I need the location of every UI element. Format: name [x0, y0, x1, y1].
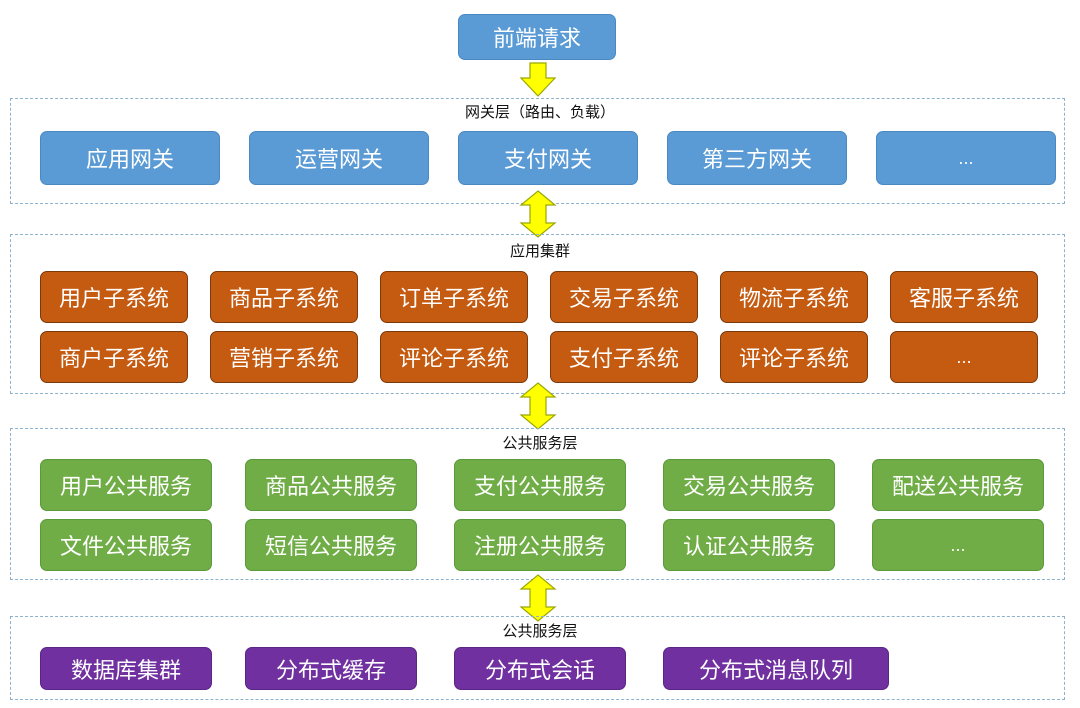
app-trade: 交易子系统 [550, 271, 698, 323]
public-services-layer-title: 公共服务层 [502, 434, 578, 452]
app-marketing: 营销子系统 [210, 331, 358, 383]
app-user: 用户子系统 [40, 271, 188, 323]
infra-database-cluster: 数据库集群 [40, 647, 212, 690]
gateway-third-party: 第三方网关 [667, 131, 847, 185]
gateway-layer-title: 网关层（路由、负载） [464, 103, 615, 121]
app-order: 订单子系统 [380, 271, 528, 323]
gateway-more: ... [876, 131, 1056, 185]
service-delivery: 配送公共服务 [872, 459, 1044, 511]
service-user: 用户公共服务 [40, 459, 212, 511]
app-merchant: 商户子系统 [40, 331, 188, 383]
service-trade: 交易公共服务 [663, 459, 835, 511]
app-more: ... [890, 331, 1038, 383]
service-product: 商品公共服务 [245, 459, 417, 511]
infrastructure-layer-title: 公共服务层 [502, 622, 578, 640]
app-review-2: 评论子系统 [720, 331, 868, 383]
infra-distributed-session: 分布式会话 [454, 647, 626, 690]
infra-distributed-cache: 分布式缓存 [245, 647, 417, 690]
down-arrow-icon [519, 62, 557, 97]
bidirectional-arrow-icon [519, 382, 557, 430]
gateway-ops: 运营网关 [249, 131, 429, 185]
app-payment: 支付子系统 [550, 331, 698, 383]
app-logistics: 物流子系统 [720, 271, 868, 323]
bidirectional-arrow-icon [519, 190, 557, 238]
bidirectional-arrow-icon [519, 574, 557, 622]
gateway-payment: 支付网关 [458, 131, 638, 185]
app-product: 商品子系统 [210, 271, 358, 323]
infra-message-queue: 分布式消息队列 [663, 647, 889, 690]
app-review: 评论子系统 [380, 331, 528, 383]
infrastructure-layer [10, 616, 1065, 700]
service-registration: 注册公共服务 [454, 519, 626, 571]
app-customer-service: 客服子系统 [890, 271, 1038, 323]
app-cluster-layer-title: 应用集群 [509, 242, 570, 260]
gateway-app: 应用网关 [40, 131, 220, 185]
frontend-request-box: 前端请求 [458, 14, 616, 60]
service-file: 文件公共服务 [40, 519, 212, 571]
service-payment: 支付公共服务 [454, 459, 626, 511]
service-authentication: 认证公共服务 [663, 519, 835, 571]
service-more: ... [872, 519, 1044, 571]
service-sms: 短信公共服务 [245, 519, 417, 571]
